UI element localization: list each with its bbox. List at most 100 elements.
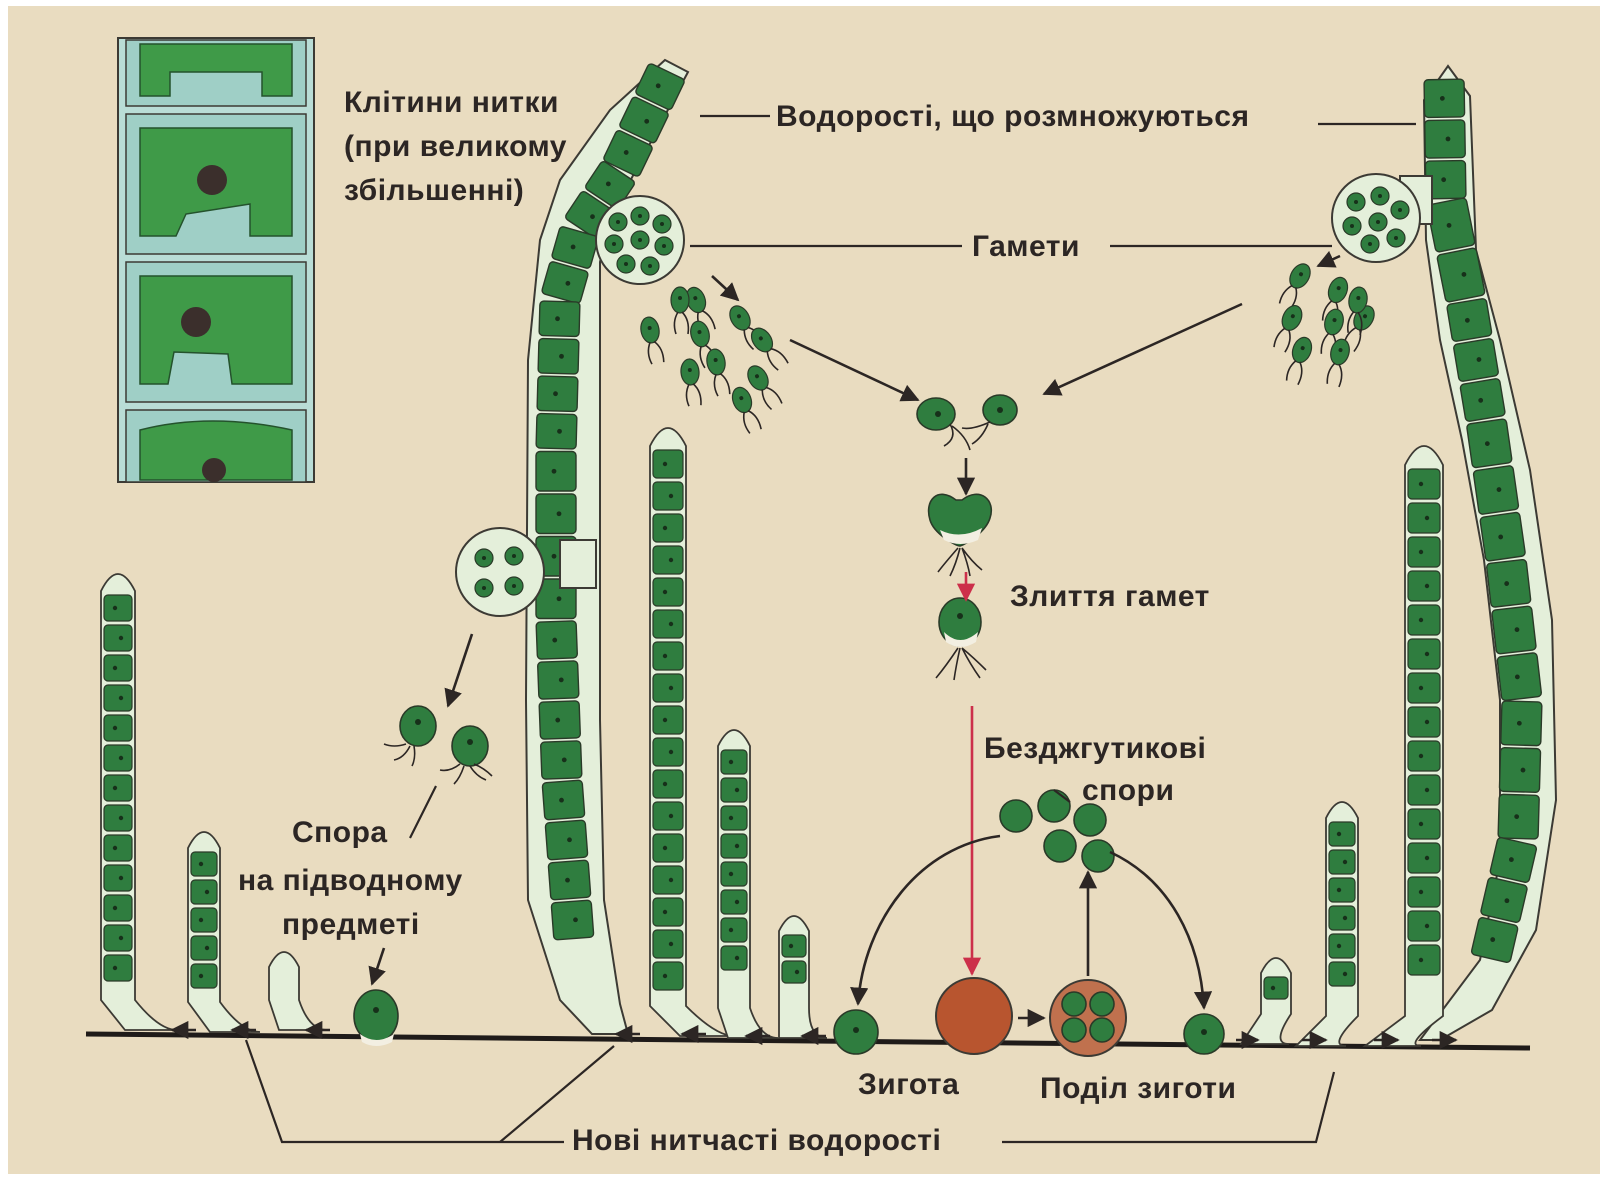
- filament-cell: [721, 918, 747, 942]
- filament-cell: [1497, 653, 1542, 701]
- nucleus: [197, 165, 227, 195]
- filament-cell: [1424, 79, 1465, 117]
- filament-cell: [537, 376, 578, 412]
- label-filament-cells-1: Клітини нитки: [344, 86, 559, 119]
- filament-cell: [1329, 878, 1355, 902]
- filament-cell: [1427, 198, 1476, 253]
- filament-cell: [721, 778, 747, 802]
- filament-cell: [539, 701, 580, 740]
- filament-cell: [541, 741, 582, 780]
- label-spore-on-object-3: предметі: [282, 908, 420, 941]
- label-filament-cells-2: (при великому: [344, 130, 567, 163]
- filament-cell: [653, 450, 683, 478]
- filament-cell: [653, 514, 683, 542]
- filament-cell: [1486, 559, 1531, 607]
- filament-cell: [1471, 917, 1519, 963]
- filament-cell: [1408, 673, 1440, 703]
- filament-cell: [1408, 945, 1440, 975]
- filament-cell: [1498, 794, 1539, 839]
- filament-cell: [1408, 639, 1440, 669]
- filament-cell: [536, 621, 577, 660]
- filament-cell: [721, 834, 747, 858]
- filament-cell: [1408, 469, 1440, 499]
- label-spore-on-object-2: на підводному: [238, 864, 463, 897]
- filament-cell: [104, 685, 132, 711]
- magnified-cell: [126, 262, 306, 402]
- filament-cell: [1408, 741, 1440, 771]
- filament-cell: [653, 642, 683, 670]
- label-gamete-fusion: Злиття гамет: [1010, 580, 1210, 613]
- filament-cell: [191, 880, 217, 904]
- filament-cell: [721, 750, 747, 774]
- filament-cell: [1329, 962, 1355, 986]
- magnified-cells-inset: [118, 38, 314, 482]
- filament-cell: [191, 964, 217, 988]
- filament-cell: [538, 338, 579, 374]
- nucleus: [202, 458, 226, 482]
- filament-cell: [104, 925, 132, 951]
- filament-cell: [1408, 707, 1440, 737]
- filament-cell: [548, 860, 591, 900]
- magnified-cell: [126, 114, 306, 254]
- filament-cell: [1447, 298, 1493, 342]
- label-reproducing-algae: Водорості, що розмножуються: [776, 100, 1250, 133]
- filament-cell: [653, 962, 683, 990]
- filament-cell: [1408, 571, 1440, 601]
- dividing-zygote: [1050, 980, 1126, 1056]
- filament-cell: [782, 961, 806, 983]
- filament-cell: [1329, 934, 1355, 958]
- filament-cell: [1408, 503, 1440, 533]
- magnified-cell: [126, 40, 306, 106]
- filament-cell: [104, 625, 132, 651]
- filament-cell: [1499, 748, 1540, 793]
- label-flagellaless-spores-1: Безджгутикові: [984, 732, 1206, 765]
- filament-cell: [1492, 606, 1537, 654]
- filament-cell: [1264, 977, 1288, 999]
- filament-cell: [1425, 120, 1466, 158]
- filament-cell: [1490, 837, 1538, 883]
- filament-cell: [653, 866, 683, 894]
- filament-cell: [104, 775, 132, 801]
- filament-cell: [191, 852, 217, 876]
- filament-cell: [191, 936, 217, 960]
- filament-cell: [1408, 809, 1440, 839]
- filament-cell: [721, 806, 747, 830]
- filament-cell: [1408, 537, 1440, 567]
- filament-cell: [104, 745, 132, 771]
- filament-cell: [104, 805, 132, 831]
- filament-cell: [653, 610, 683, 638]
- filament-cell: [1329, 850, 1355, 874]
- filament-cell: [1453, 338, 1499, 382]
- zygote-green-right: [1184, 1014, 1224, 1054]
- filament-cell: [1466, 419, 1512, 468]
- filament-cell: [653, 482, 683, 510]
- label-spore-on-object-1: Спора: [292, 816, 388, 849]
- filament-cell: [782, 935, 806, 957]
- filament-cell: [1437, 248, 1486, 303]
- filament-cell: [653, 834, 683, 862]
- filament-cell: [536, 494, 576, 534]
- filament-cell: [538, 661, 579, 700]
- filament-cell: [653, 738, 683, 766]
- filament-cell: [104, 835, 132, 861]
- filament-cell: [653, 898, 683, 926]
- filament-cell: [1460, 378, 1506, 422]
- filament-cell: [536, 413, 577, 449]
- gametangium-left: [596, 196, 684, 284]
- filament-cell: [653, 546, 683, 574]
- filament-cell: [1408, 605, 1440, 635]
- label-filament-cells-3: збільшенні): [344, 174, 524, 207]
- filament-cell: [721, 862, 747, 886]
- filament-cell: [104, 655, 132, 681]
- nucleus: [181, 307, 211, 337]
- zygote-large: [936, 978, 1012, 1054]
- label-zygote: Зигота: [858, 1068, 959, 1101]
- filament-cell: [545, 820, 588, 860]
- filament-cell: [104, 715, 132, 741]
- filament-cell: [104, 595, 132, 621]
- filament-cell: [542, 780, 585, 820]
- filament-cell: [1408, 843, 1440, 873]
- filament-cell: [536, 452, 576, 492]
- magnified-cell: [126, 410, 306, 482]
